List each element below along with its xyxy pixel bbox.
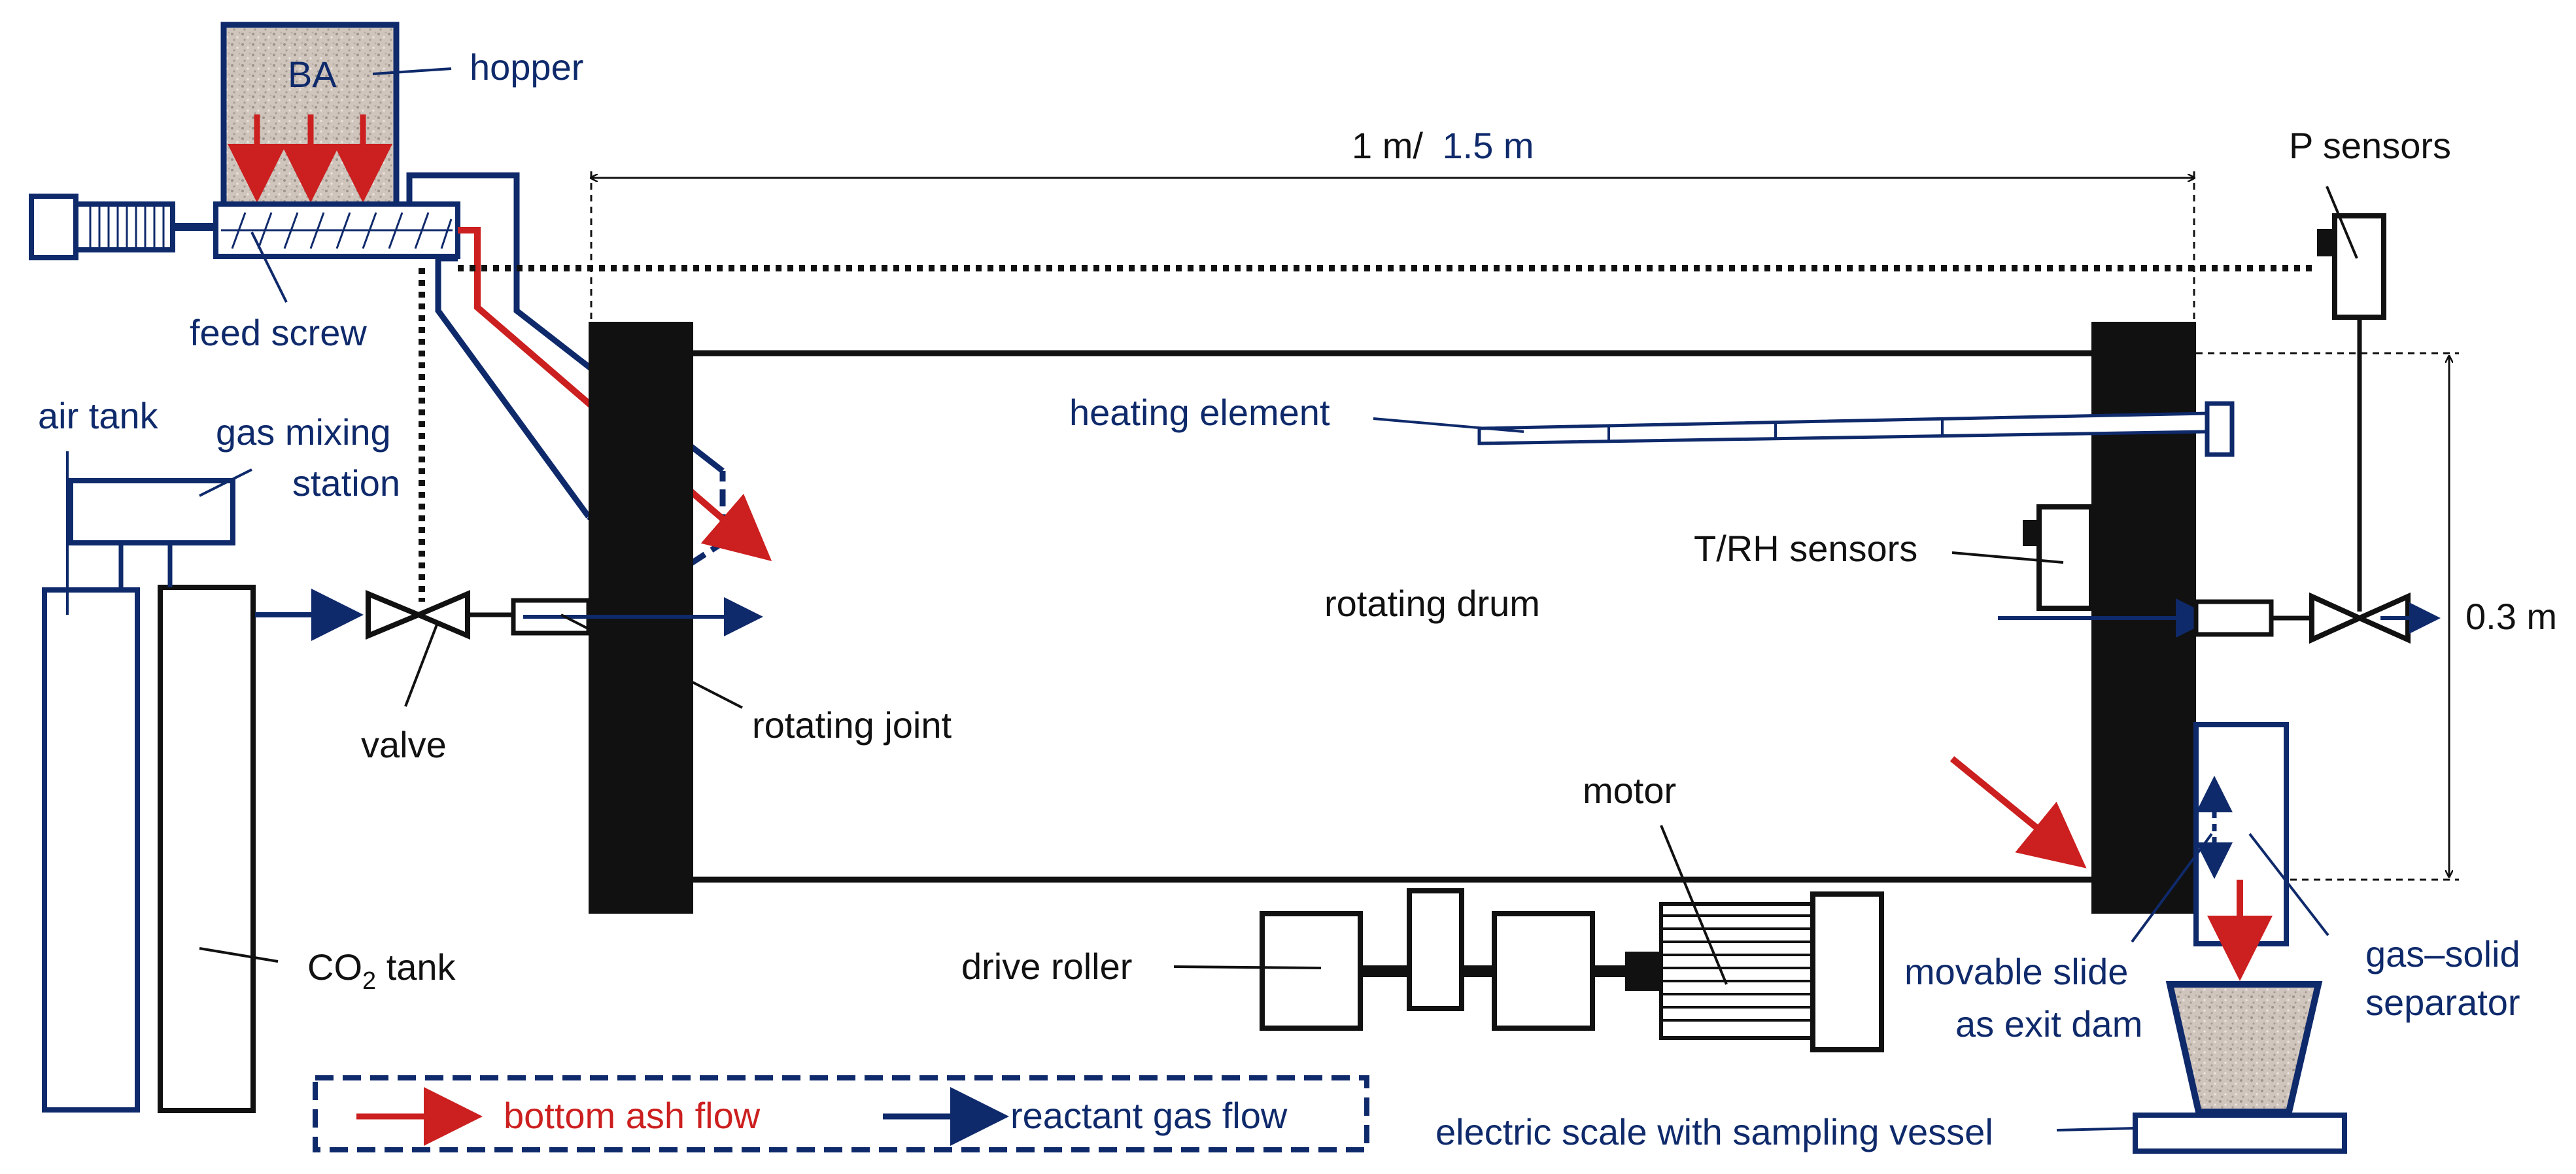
separator-label-line2: separator: [2365, 982, 2520, 1023]
scale-leader: [2056, 1127, 2136, 1131]
motor-leader: [1660, 825, 1728, 985]
electric-scale: [2133, 1113, 2347, 1154]
feed-screw: [213, 201, 460, 259]
inlet-valve: [366, 589, 513, 640]
t-rh-sensors-leader: [1951, 551, 2064, 564]
drive-roller-leader: [1173, 965, 1322, 969]
co2-tank-label: CO2 tank: [307, 946, 456, 995]
heating-element-label: heating element: [1069, 392, 1330, 433]
height-dimension: [2196, 352, 2459, 881]
gas-mixing-label-line1: gas mixing: [216, 411, 391, 453]
co2-tank-subscript: 2: [362, 967, 376, 995]
feed-screw-leader: [250, 232, 288, 303]
scale-label: electric scale with sampling vessel: [1435, 1111, 1993, 1152]
rotating-joint-leader: [560, 613, 743, 709]
movable-slide-leader: [2131, 833, 2213, 943]
height-dimension-label: 0.3 m: [2465, 596, 2557, 637]
air-tank: [42, 587, 140, 1113]
feed-screw-motor: [29, 194, 216, 260]
motor: [1659, 891, 1884, 1052]
air-tank-label: air tank: [38, 395, 159, 436]
co2-tank-prefix: CO: [307, 946, 362, 988]
co2-tank-leader: [199, 947, 279, 963]
outlet-joint: [2193, 599, 2312, 637]
length-dimension-label: 1 m/ 1.5 m: [1352, 125, 1534, 166]
hopper: [220, 22, 400, 209]
legend-bottom-ash-label: bottom ash flow: [504, 1095, 761, 1136]
length-1p5m-text: 1.5 m: [1442, 125, 1534, 166]
co2-tank: [158, 585, 256, 1113]
feed-chute: [406, 172, 772, 579]
p-sensor: [2317, 213, 2386, 320]
drive-train: [1260, 888, 1661, 1031]
gas-mixing-leader: [199, 468, 252, 497]
separator-label-line1: gas–solid: [2365, 933, 2520, 975]
movable-slide-label-line1: movable slide: [1904, 951, 2128, 992]
motor-label: motor: [1583, 770, 1676, 811]
movable-slide-label-line2: as exit dam: [1955, 1003, 2142, 1045]
sampling-vessel: [2165, 981, 2323, 1115]
feed-screw-label: feed screw: [190, 312, 367, 353]
t-rh-sensors-label: T/RH sensors: [1694, 528, 1917, 569]
length-1m-text: 1 m/: [1352, 125, 1423, 166]
hopper-leader: [372, 67, 452, 75]
valve-leader: [404, 624, 438, 707]
gas-mixing-label-line2: station: [292, 462, 400, 504]
legend: bottom ash flow reactant gas flow: [313, 1075, 1369, 1152]
p-sensors-label: P sensors: [2289, 125, 2451, 166]
legend-reactant-gas-label: reactant gas flow: [1010, 1095, 1288, 1136]
p-sensors-leader: [2326, 186, 2358, 259]
t-rh-sensor: [2023, 504, 2094, 611]
heating-element-leader: [1373, 417, 1524, 433]
rotating-joint-label: rotating joint: [752, 704, 952, 746]
hopper-label: hopper: [470, 46, 583, 88]
drum-exit-ash-arrow: [1949, 756, 2087, 869]
co2-tank-suffix: tank: [376, 946, 456, 988]
drive-roller-label: drive roller: [961, 946, 1132, 987]
separator-leader: [2248, 833, 2329, 937]
rotating-drum-label: rotating drum: [1324, 583, 1540, 624]
gas-mixing-station: [68, 478, 235, 590]
length-dimension: [591, 171, 2194, 320]
ba-label: BA: [288, 54, 337, 95]
heating-element: [1477, 401, 2235, 457]
valve-label: valve: [361, 724, 447, 765]
